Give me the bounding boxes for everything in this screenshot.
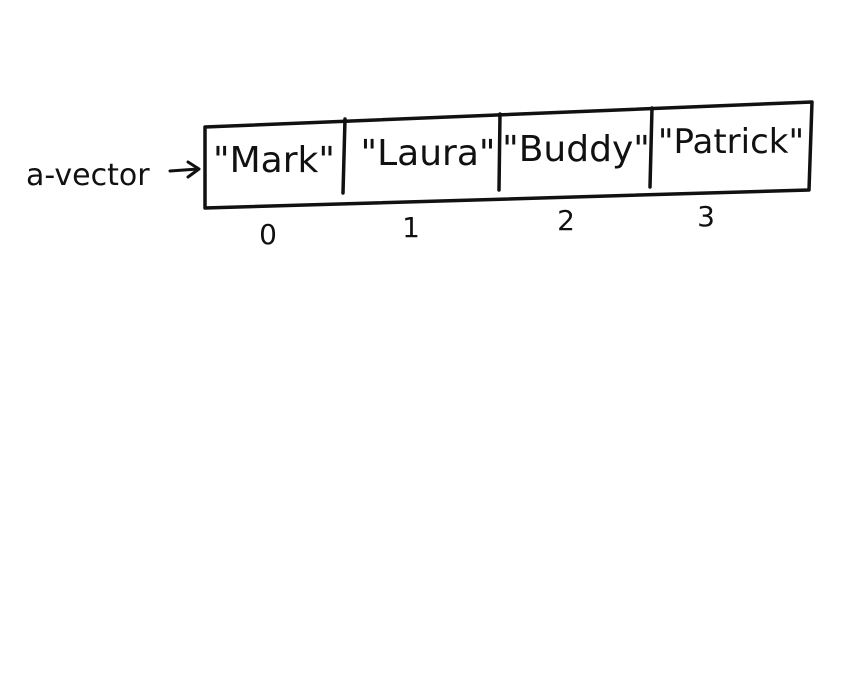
cell-index-3: 3 (697, 200, 715, 233)
cell-divider (341, 117, 347, 195)
cell-value-3: "Patrick" (658, 122, 804, 162)
cell-index-1: 1 (402, 211, 420, 244)
vector-outline (203, 100, 814, 210)
cell-value-2: "Buddy" (502, 129, 650, 170)
cell-index-0: 0 (259, 218, 277, 251)
cell-divider (497, 112, 502, 192)
pointer-arrow-icon (168, 160, 201, 179)
cell-index-2: 2 (557, 204, 575, 237)
variable-label: a-vector (26, 158, 150, 193)
cell-divider (648, 106, 654, 189)
cell-value-0: "Mark" (213, 140, 335, 181)
cell-value-1: "Laura" (361, 133, 496, 174)
